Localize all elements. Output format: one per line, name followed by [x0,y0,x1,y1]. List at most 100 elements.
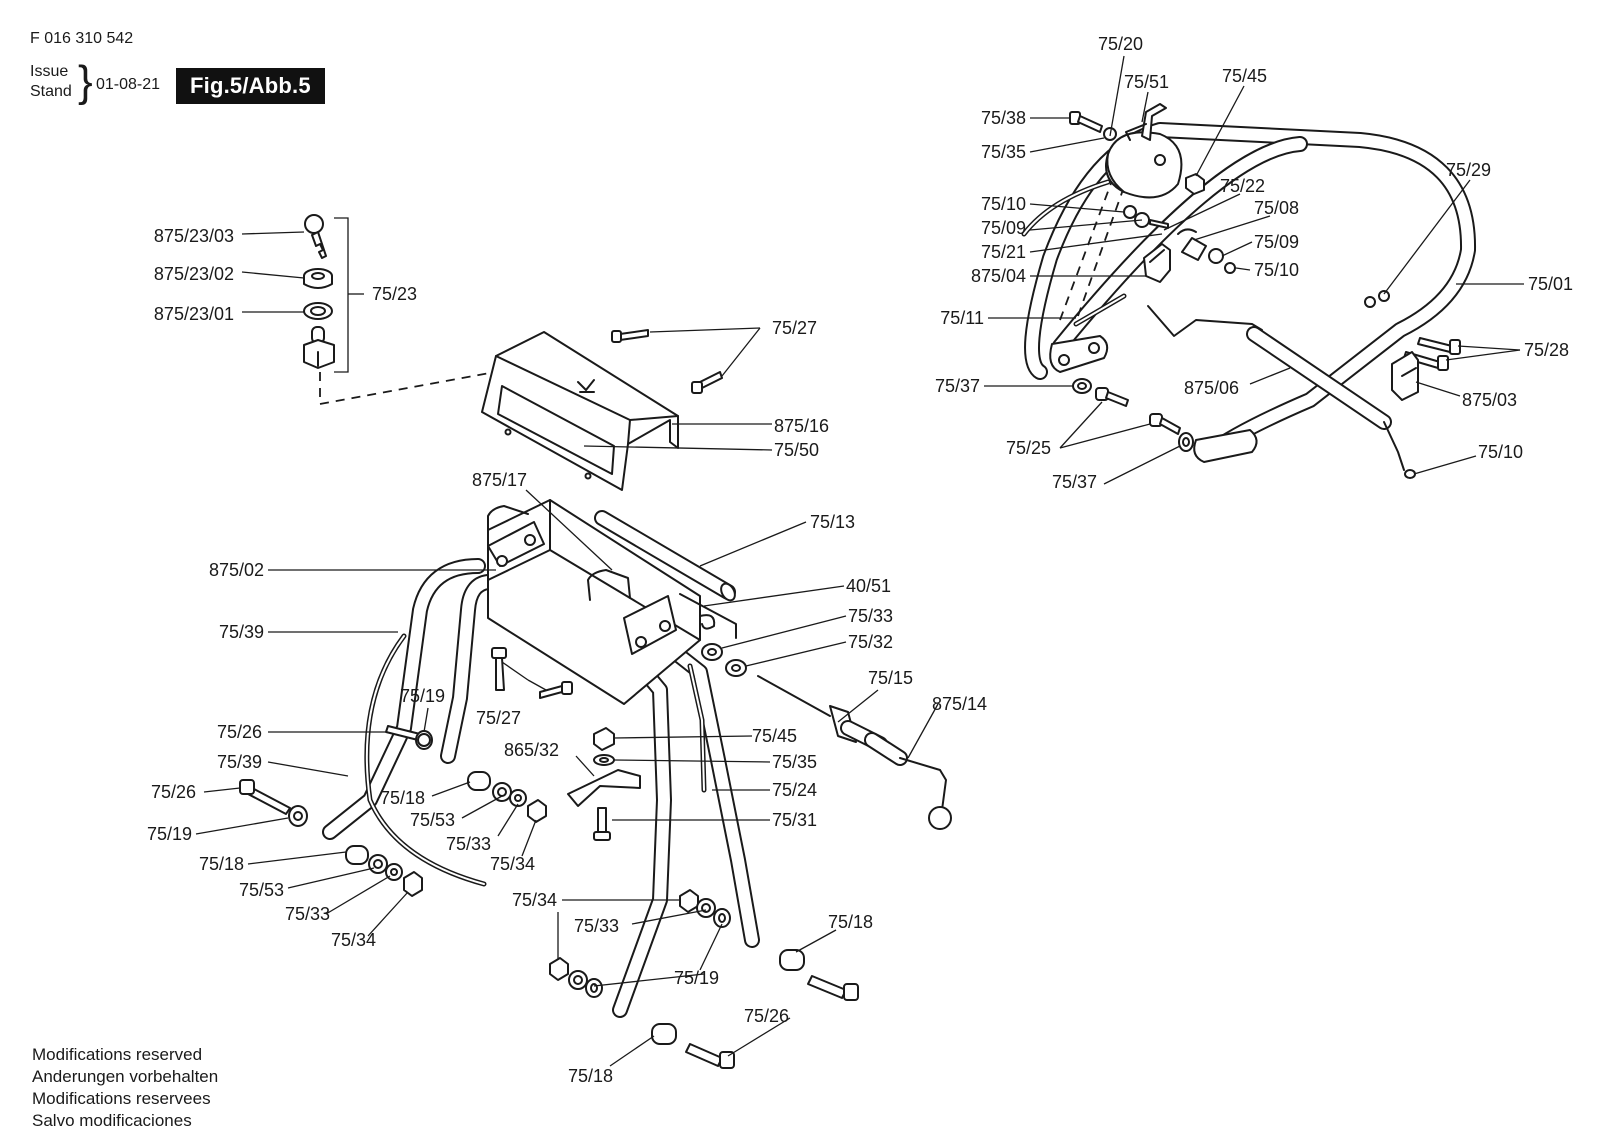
callout-label: 75/24 [772,780,817,800]
nut-icon [1364,296,1376,308]
callout-label: 75/11 [940,308,984,328]
callout-label: 75/13 [810,512,855,532]
washer-icon [288,805,308,827]
washer-icon [713,908,731,928]
washer-icon [1123,205,1137,219]
modifications-disclaimer: Modifications reserved Anderungen vorbeh… [32,1044,218,1132]
callout-label: 75/33 [285,904,330,924]
screw-icon [593,807,611,841]
spacer-icon [651,1023,677,1045]
callout-label: 875/14 [932,694,987,714]
washer-icon [568,970,588,990]
key-icon [304,214,327,259]
callout-label: 75/27 [772,318,817,338]
washer-icon [417,733,431,747]
issue-date: 01-08-21 [96,76,161,93]
washer-icon [1404,469,1416,479]
screw-icon [239,779,291,815]
callout-label: 75/39 [217,752,262,772]
callout-label: 75/25 [1006,438,1051,458]
screw-icon [807,975,859,1001]
washer-icon [725,659,747,677]
callout-label: 75/01 [1528,274,1573,294]
screw-icon [1149,413,1181,435]
callout-label: 875/04 [971,266,1026,286]
washer-icon [1072,378,1092,394]
washer-icon [696,898,716,918]
callout-label: 75/19 [400,686,445,706]
nut-icon [403,871,423,897]
callout-label: 40/51 [846,576,891,596]
ignition-switch-icon [303,326,335,369]
callout-label: 75/23 [372,284,417,304]
callout-label: 75/10 [1254,260,1299,280]
callout-labels: 875/23/03 875/23/02 875/23/01 75/23 75/2… [147,34,1573,1086]
washer-icon [593,754,615,766]
callout-label: 875/23/01 [154,304,234,324]
callout-label: 875/17 [472,470,527,490]
disclaimer-line-en: Modifications reserved [32,1045,203,1064]
spacer-icon [345,845,369,865]
callout-label: 75/19 [147,824,192,844]
callout-label: 75/35 [981,142,1026,162]
screw-icon [685,1043,735,1069]
callout-label: 875/16 [774,416,829,436]
callout-label: 75/26 [744,1006,789,1026]
disclaimer-line-fr: Modifications reservees [32,1089,211,1108]
upper-handle-assembly [1021,103,1477,479]
callout-label: 75/10 [1478,442,1523,462]
callout-label: 75/20 [1098,34,1143,54]
callout-label: 75/34 [512,890,557,910]
callout-label: 75/33 [848,606,893,626]
lower-handle-assembly [239,499,952,1069]
washer-icon [1178,432,1194,452]
disclaimer-line-es: Salvo modificaciones [32,1111,192,1130]
spacer-icon [779,949,805,971]
nut-icon [1185,173,1205,195]
callout-label: 75/50 [774,440,819,460]
callout-label: 75/10 [981,194,1026,214]
callout-label: 75/08 [1254,198,1299,218]
issue-label-en: Issue [30,63,69,80]
screw-icon [1417,337,1461,355]
callout-label: 75/38 [981,108,1026,128]
callout-label: 75/34 [331,930,376,950]
callout-label: 75/28 [1524,340,1569,360]
washer-icon [1208,248,1224,264]
callout-label: 75/35 [772,752,817,772]
callout-label: 75/18 [380,788,425,808]
screw-icon [691,371,723,394]
callout-label: 75/18 [828,912,873,932]
callout-label: 75/26 [151,782,196,802]
figure-badge: Fig.5/Abb.5 [176,68,325,104]
nut-icon [593,727,615,751]
callout-label: 75/26 [217,722,262,742]
document-number: F 016 310 542 [30,30,134,47]
callout-label: 75/31 [772,810,817,830]
screw-icon [1095,387,1129,407]
screw-icon [491,647,507,691]
callout-label: 75/51 [1124,72,1169,92]
washer-icon [701,643,723,661]
screw-icon [1069,111,1103,133]
control-cover [481,329,723,491]
callout-label: 75/22 [1220,176,1265,196]
nut-icon [527,799,547,823]
callout-label: 865/32 [504,740,559,760]
screw-icon [539,681,573,699]
nut-icon [303,268,333,289]
callout-label: 75/09 [981,218,1026,238]
callout-label: 75/29 [1446,160,1491,180]
callout-label: 75/34 [490,854,535,874]
disclaimer-line-de: Anderungen vorbehalten [32,1067,219,1086]
issue-label-de: Stand [30,83,72,100]
callout-label: 75/45 [1222,66,1267,86]
brace-glyph: } [78,57,93,106]
callout-label: 875/23/02 [154,264,234,284]
washer-icon [368,854,388,874]
washer-icon [509,789,527,807]
callout-label: 75/32 [848,632,893,652]
callout-label: 75/37 [935,376,980,396]
callout-label: 75/18 [199,854,244,874]
